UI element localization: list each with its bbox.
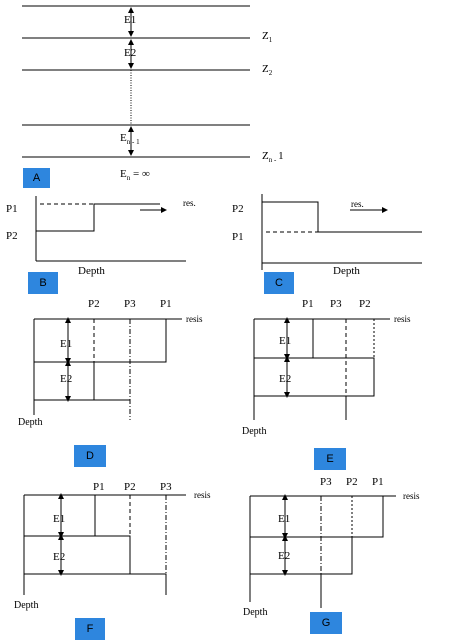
a-label-en1: En - 1	[120, 132, 140, 146]
panel-b	[35, 196, 186, 262]
d-label-e1: E1	[60, 338, 72, 350]
panel-g	[249, 494, 396, 608]
g-label-p1: P1	[372, 476, 384, 488]
a-label-e2: E2	[124, 47, 136, 59]
f-profile	[94, 495, 167, 595]
a-label-zn1: Zn - 1	[262, 150, 284, 164]
b-label-res: res.	[183, 198, 196, 208]
f-label-depth: Depth	[14, 600, 38, 611]
e-label-p2: P2	[359, 298, 371, 310]
panel-d-tag: D	[74, 445, 106, 467]
e-label-axis: resis	[394, 314, 411, 324]
a-en-rest: = ∞	[130, 168, 150, 180]
b-label-depth: Depth	[78, 265, 105, 277]
panel-e	[253, 317, 390, 420]
f-label-e1: E1	[53, 513, 65, 525]
a-en-sub: n	[127, 174, 131, 182]
a-z1-main: Z	[262, 30, 269, 42]
b-profile	[36, 203, 160, 232]
a-zn1-sub: n -	[269, 156, 278, 164]
panel-c	[261, 194, 422, 270]
a-label-z1: Z1	[262, 30, 273, 44]
panel-d	[33, 317, 182, 420]
e-label-e1: E1	[279, 335, 291, 347]
panel-a	[22, 5, 250, 158]
d-label-p3: P3	[124, 298, 136, 310]
a-en1-main: E	[120, 132, 127, 144]
a-zn1-main: Z	[262, 150, 269, 162]
g-label-depth: Depth	[243, 607, 267, 618]
f-label-axis: resis	[194, 490, 211, 500]
panel-g-tag: G	[310, 612, 342, 634]
g-label-p3: P3	[320, 476, 332, 488]
a-zn1-rest: 1	[278, 150, 284, 162]
d-label-p2: P2	[88, 298, 100, 310]
e-label-p3: P3	[330, 298, 342, 310]
f-label-p2: P2	[124, 481, 136, 493]
d-label-e2: E2	[60, 373, 72, 385]
a-en1-sub: n - 1	[127, 138, 140, 146]
f-label-p3: P3	[160, 481, 172, 493]
f-label-p1: P1	[93, 481, 105, 493]
e-label-p1: P1	[302, 298, 314, 310]
c-label-p1: P1	[232, 231, 244, 243]
a-z2-sub: 2	[269, 69, 273, 77]
b-label-p2: P2	[6, 230, 18, 242]
g-profile	[320, 496, 384, 608]
d-label-p1: P1	[160, 298, 172, 310]
d-label-axis: resis	[186, 314, 203, 324]
g-label-e1: E1	[278, 513, 290, 525]
panel-e-tag: E	[314, 448, 346, 470]
d-profile	[93, 319, 167, 400]
g-label-e2: E2	[278, 550, 290, 562]
f-label-e2: E2	[53, 551, 65, 563]
c-label-depth: Depth	[333, 265, 360, 277]
g-label-axis: resis	[403, 491, 420, 501]
a-label-z2: Z2	[262, 63, 273, 77]
a-label-en: En = ∞	[120, 168, 150, 182]
a-label-e1: E1	[124, 14, 136, 26]
b-label-p1: P1	[6, 203, 18, 215]
c-label-res: res.	[351, 199, 364, 209]
a-en-main: E	[120, 168, 127, 180]
panel-f-tag: F	[75, 618, 105, 640]
panel-a-tag: A	[23, 168, 50, 188]
e-label-e2: E2	[279, 373, 291, 385]
panel-b-tag: B	[28, 272, 58, 294]
a-z2-main: Z	[262, 63, 269, 75]
e-profile	[312, 319, 375, 420]
c-label-p2: P2	[232, 203, 244, 215]
g-label-p2: P2	[346, 476, 358, 488]
panel-f	[23, 493, 186, 595]
panel-c-tag: C	[264, 272, 294, 294]
d-label-depth: Depth	[18, 417, 42, 428]
a-z1-sub: 1	[269, 36, 273, 44]
e-label-depth: Depth	[242, 426, 266, 437]
c-profile	[262, 201, 422, 233]
